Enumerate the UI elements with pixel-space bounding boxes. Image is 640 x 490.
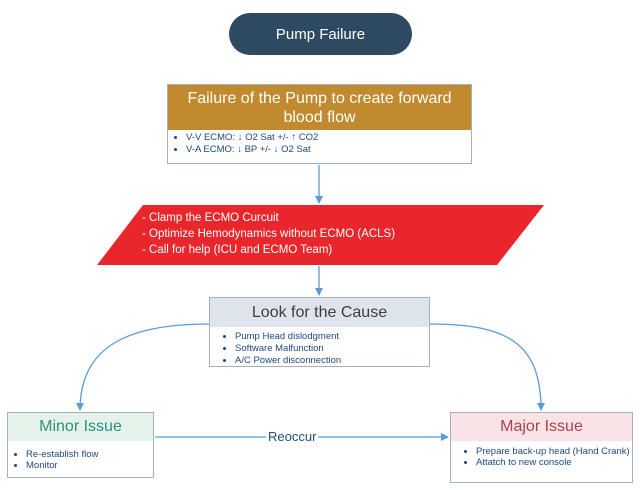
list-item: Attatch to new console xyxy=(476,457,632,468)
action-parallelogram xyxy=(97,205,544,265)
reoccur-label: Reoccur xyxy=(266,429,319,444)
action-line: - Optimize Hemodynamics without ECMO (AC… xyxy=(142,228,396,240)
action-line: - Call for help (ICU and ECMO Team) xyxy=(142,244,333,256)
actions-text: - Clamp the ECMO Curcuit - Optimize Hemo… xyxy=(142,210,522,258)
major-heading: Major Issue xyxy=(451,413,632,441)
action-line: - Clamp the ECMO Curcuit xyxy=(142,212,279,224)
failure-list: V-V ECMO: ↓ O2 Sat +/- ↑ CO2 V-A ECMO: ↓… xyxy=(168,132,471,156)
minor-list: Re-establish flow Monitor xyxy=(8,449,153,471)
title-text: Pump Failure xyxy=(275,25,366,43)
minor-issue-node: Minor Issue Re-establish flow Monitor xyxy=(7,412,154,478)
failure-heading: Failure of the Pump to create forward bl… xyxy=(168,85,471,130)
cause-heading: Look for the Cause xyxy=(210,298,429,327)
cause-node: Look for the Cause Pump Head dislodgment… xyxy=(209,297,430,367)
major-issue-node: Major Issue Prepare back-up head (Hand C… xyxy=(450,412,633,483)
list-item: Pump Head dislodgment xyxy=(235,331,429,343)
failure-node: Failure of the Pump to create forward bl… xyxy=(167,84,472,164)
cause-list: Pump Head dislodgment Software Malfuncti… xyxy=(210,331,429,367)
list-item: A/C Power disconnection xyxy=(235,355,429,367)
list-item: Prepare back-up head (Hand Crank) xyxy=(476,446,632,457)
title-node: Pump Failure xyxy=(229,13,412,55)
list-item: Re-establish flow xyxy=(26,449,153,460)
arrow-cause-to-minor xyxy=(76,323,210,411)
arrow-cause-to-major xyxy=(429,323,545,411)
minor-heading: Minor Issue xyxy=(8,413,153,441)
list-item: Software Malfunction xyxy=(235,343,429,355)
list-item: Monitor xyxy=(26,460,153,471)
major-list: Prepare back-up head (Hand Crank) Attatc… xyxy=(451,446,632,468)
list-item: V-V ECMO: ↓ O2 Sat +/- ↑ CO2 xyxy=(186,132,471,144)
list-item: V-A ECMO: ↓ BP +/- ↓ O2 Sat xyxy=(186,144,471,156)
